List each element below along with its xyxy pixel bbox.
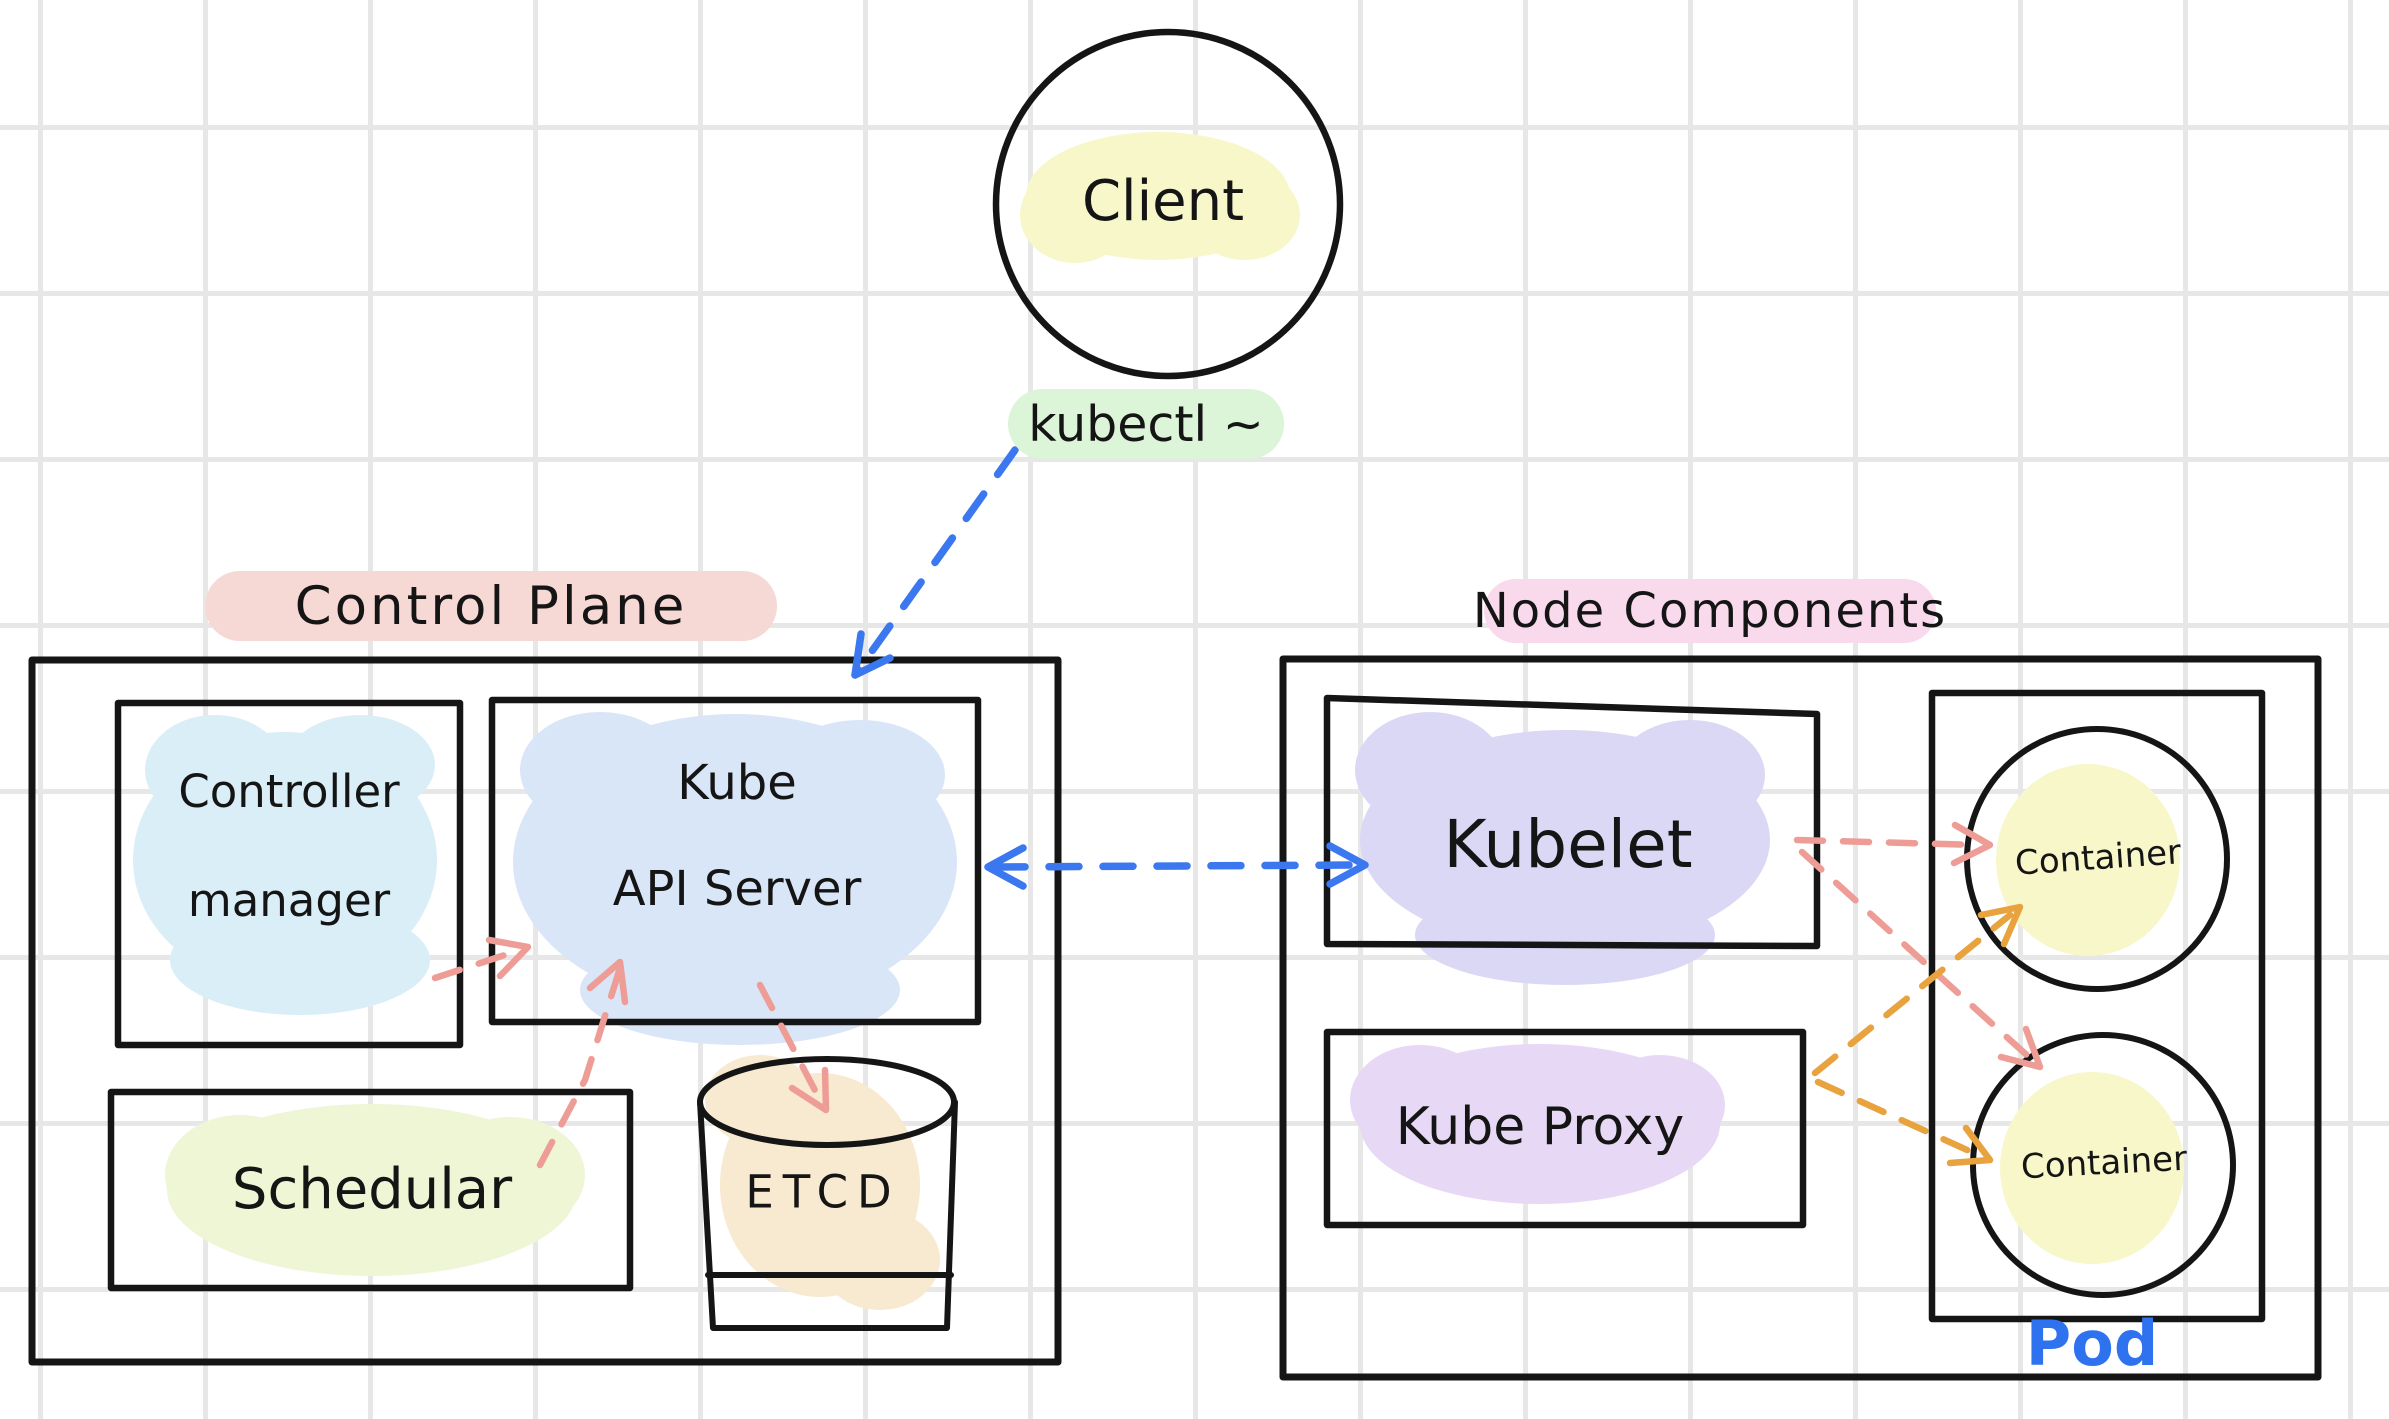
node-components-title-text: Node Components bbox=[1472, 583, 1948, 639]
control-plane-box bbox=[28, 656, 1062, 1366]
container2-label: Container bbox=[2019, 1138, 2189, 1188]
controller-manager-highlight-blob bbox=[133, 715, 437, 1015]
control-plane-title-text: Control Plane bbox=[294, 575, 688, 637]
api-server-highlight-blob bbox=[513, 712, 957, 1045]
container-circle-2 bbox=[1970, 1032, 2236, 1298]
controller-manager-label-line2: manager bbox=[187, 874, 391, 927]
pod-box bbox=[1928, 689, 2266, 1323]
client-label: Client bbox=[1081, 169, 1245, 234]
controller-manager-box bbox=[114, 699, 464, 1049]
container2-highlight-blob bbox=[2000, 1072, 2184, 1264]
etcd-label: ETCD bbox=[745, 1165, 901, 1219]
kube-proxy-highlight-blob bbox=[1350, 1044, 1725, 1204]
api-to-etcd-arrow bbox=[756, 981, 830, 1114]
node-components-box bbox=[1279, 655, 2322, 1381]
container1-highlight-blob bbox=[1996, 764, 2180, 956]
proxy-to-container1-arrow bbox=[1811, 903, 2024, 1077]
api-server-label-line1: Kube bbox=[677, 755, 797, 811]
kubectl-to-api-arrow bbox=[851, 446, 1019, 679]
proxy-to-container2-arrow bbox=[1814, 1078, 1994, 1167]
etcd-highlight-blob bbox=[705, 1055, 940, 1310]
kubectl-label: kubectl ~ bbox=[1008, 389, 1284, 459]
client-highlight-blob bbox=[1020, 132, 1300, 263]
pod-label: Pod bbox=[2025, 1307, 2159, 1380]
container1-label: Container bbox=[2013, 832, 2183, 884]
kubectl-label-text: kubectl ~ bbox=[1028, 395, 1264, 453]
kube-proxy-label: Kube Proxy bbox=[1395, 1097, 1685, 1157]
kubelet-label: Kubelet bbox=[1443, 806, 1693, 883]
api-server-label-line2: API Server bbox=[612, 861, 862, 917]
controller-to-api-arrow bbox=[431, 936, 532, 982]
kubelet-to-container1-arrow bbox=[1793, 821, 1994, 867]
api-server-label: Kube API Server bbox=[613, 759, 862, 913]
kube-proxy-box bbox=[1323, 1028, 1807, 1229]
scheduler-label: Schedular bbox=[231, 1157, 513, 1222]
controller-manager-label-line1: Controller bbox=[178, 765, 400, 818]
node-components-title: Node Components bbox=[1473, 579, 1945, 643]
etcd-cylinder bbox=[697, 1056, 958, 1331]
controller-manager-label: Controller manager bbox=[178, 769, 399, 923]
scheduler-highlight-blob bbox=[165, 1104, 585, 1276]
kubelet-to-container2-arrow bbox=[1798, 848, 2044, 1071]
scheduler-to-api-arrow bbox=[536, 958, 629, 1169]
control-plane-title: Control Plane bbox=[205, 571, 777, 641]
client-circle bbox=[992, 28, 1344, 380]
api-server-box bbox=[488, 696, 982, 1026]
kubelet-highlight-blob bbox=[1355, 712, 1770, 985]
api-kubelet-arrow bbox=[984, 842, 1369, 890]
scheduler-box bbox=[107, 1088, 634, 1292]
